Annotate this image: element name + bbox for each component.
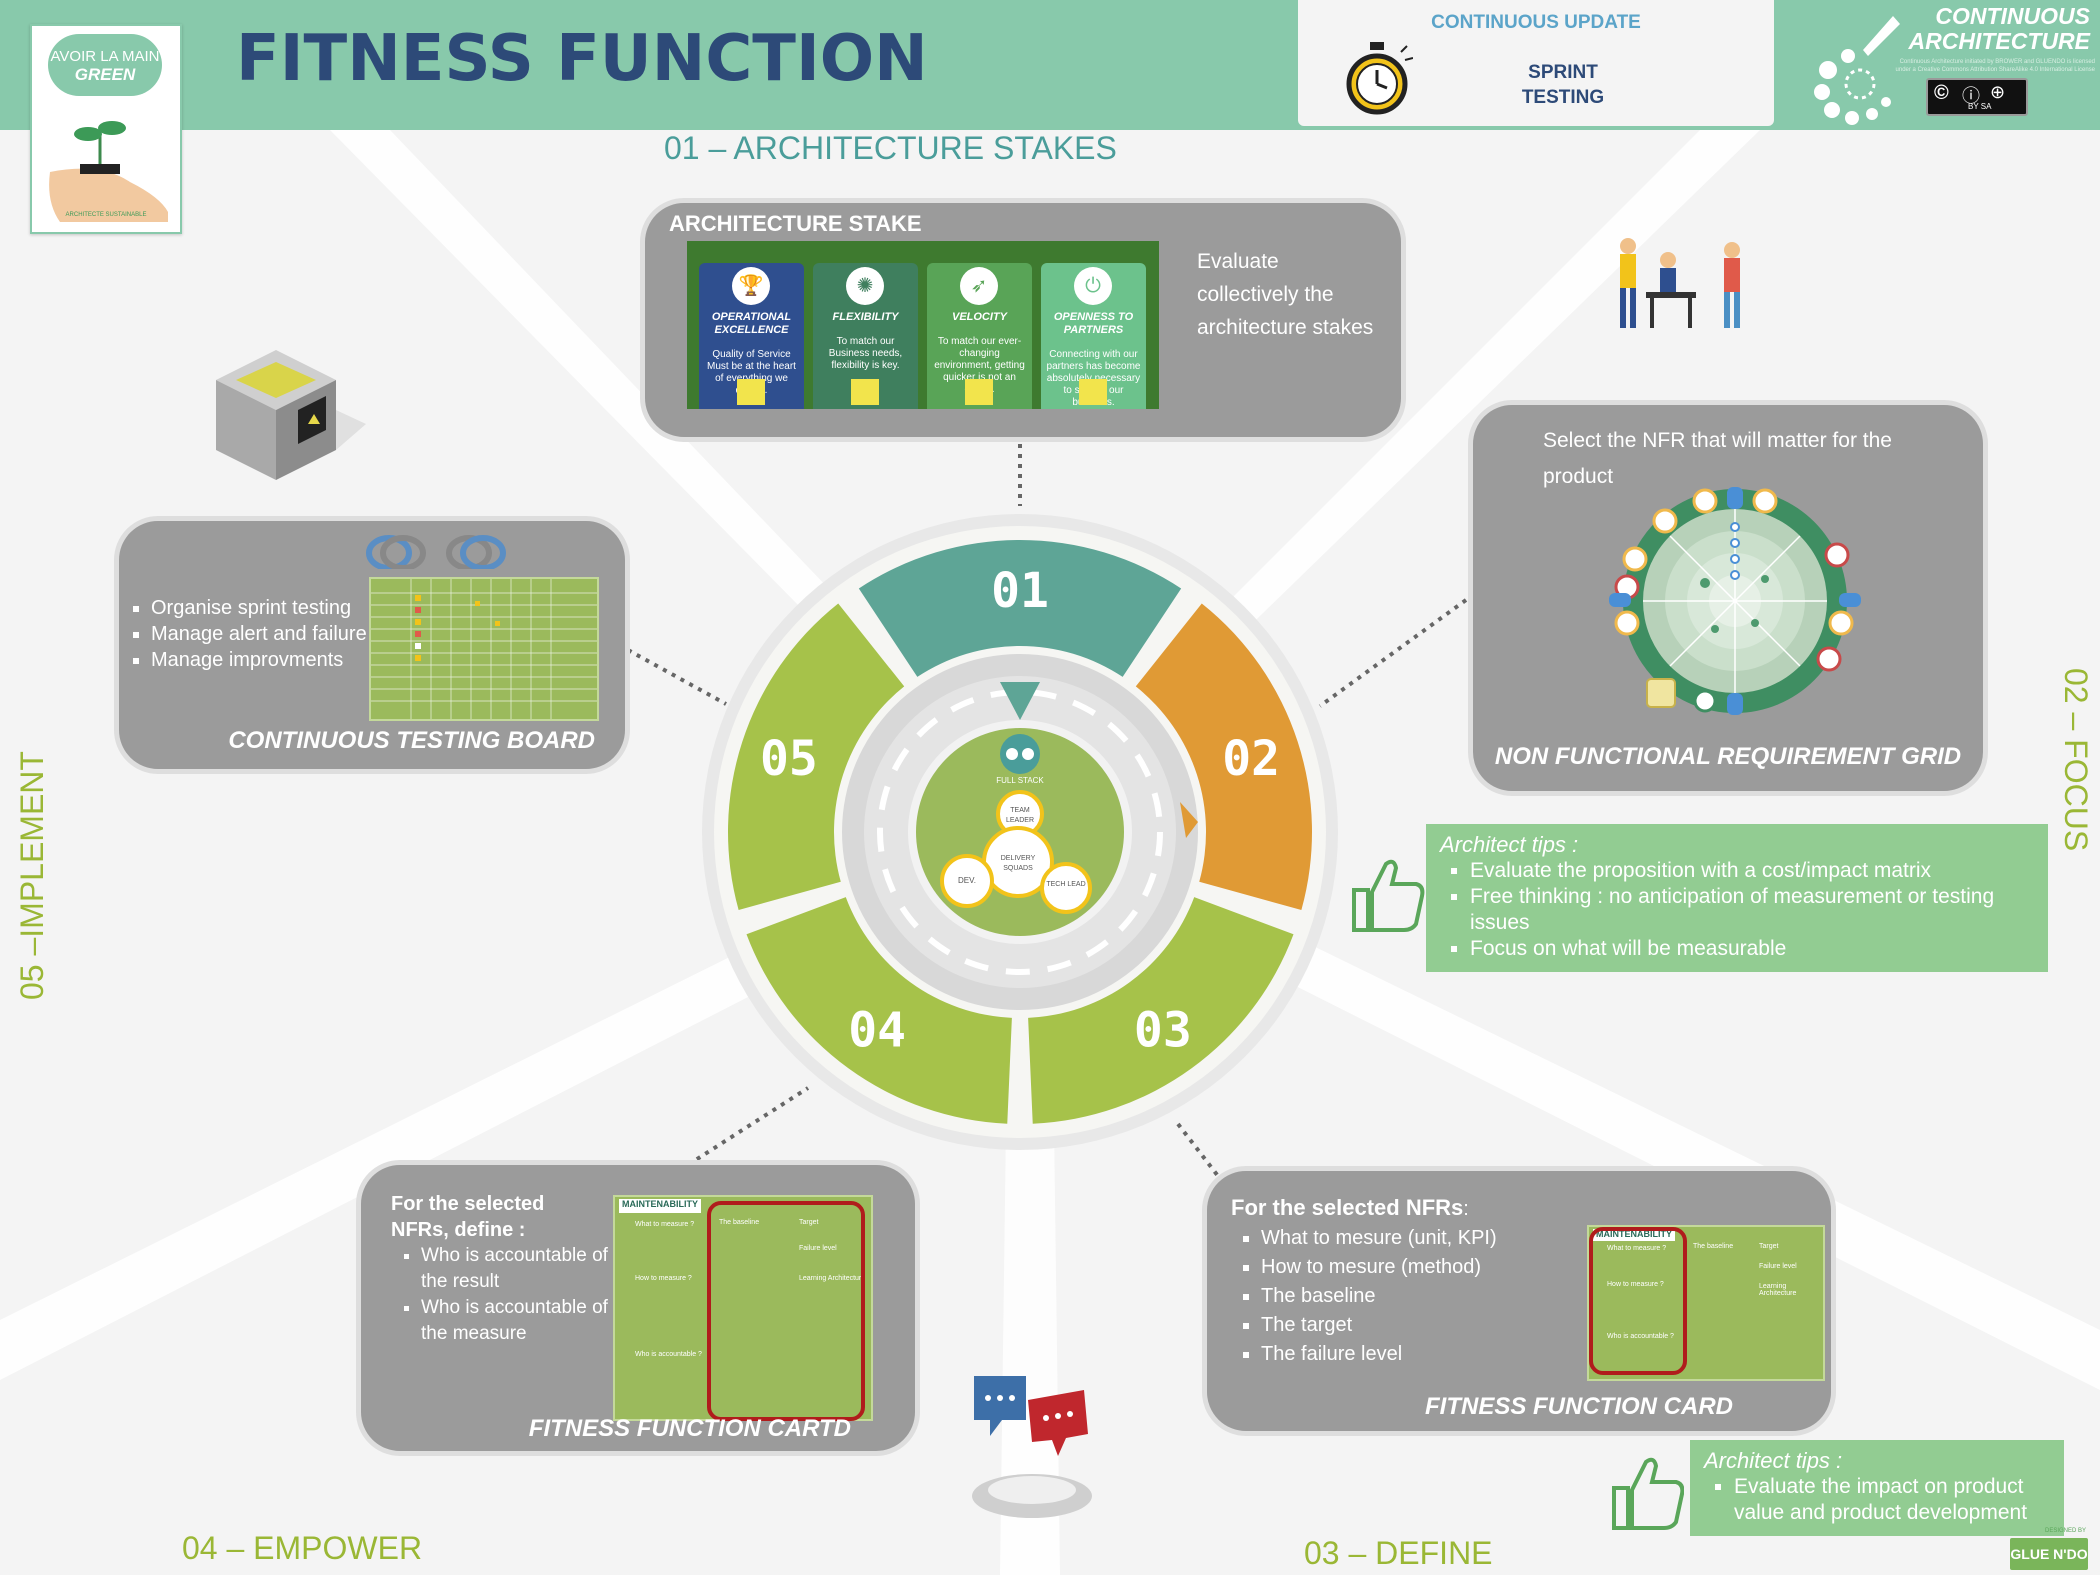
footer-brand-logo: GLUE N'DO — [2010, 1538, 2088, 1570]
empower-fitness-card-thumbnail: MAINTENABILITY What to measure ? How to … — [613, 1195, 873, 1421]
wheel-label-05: 05 — [760, 731, 818, 787]
fan-icon: ✺ — [846, 267, 884, 305]
cc-icon: © — [1934, 82, 1949, 104]
rocket-logo-icon — [1814, 16, 1900, 125]
testing-panel-list: Organise sprint testing Manage alert and… — [119, 595, 369, 673]
stake-card-operational-excellence: 🏆 OPERATIONAL EXCELLENCE Quality of Serv… — [699, 263, 804, 409]
sticky-note — [965, 379, 993, 405]
continuous-update-box: CONTINUOUS UPDATE SPRINT TESTING — [1298, 0, 1774, 126]
logo-pill: AVOIR LA MAIN GREEN — [48, 34, 162, 96]
rings-icon — [366, 535, 506, 569]
stake-cards: 🏆 OPERATIONAL EXCELLENCE Quality of Serv… — [687, 241, 1159, 409]
thumbs-up-icon — [1352, 859, 1425, 932]
wheel-label-02: 02 — [1222, 731, 1280, 787]
architect-tips-define: Architect tips : Evaluate the impact on … — [1690, 1440, 2064, 1536]
tips-focus-item: Focus on what will be measurable — [1470, 936, 2034, 962]
stopwatch-icon — [1346, 42, 1413, 115]
wheel-label-03: 03 — [1134, 1003, 1192, 1059]
tech-lead-bubble: TECH LEAD — [1040, 862, 1092, 914]
wheel-segment-05 — [728, 603, 905, 911]
empower-panel: For the selected NFRs, define : Who is a… — [356, 1160, 920, 1456]
tips-focus-title: Architect tips : — [1440, 832, 1579, 857]
section-label-03: 03 – DEFINE — [1304, 1535, 1493, 1571]
stake-card-velocity: ➶ VELOCITY To match our ever-changing en… — [927, 263, 1032, 409]
testing-panel-title: CONTINUOUS TESTING BOARD — [228, 727, 595, 754]
testing-board-thumbnail — [369, 577, 599, 721]
nfr-radar-chart — [1609, 487, 1861, 715]
wheel-segment-02 — [1135, 603, 1312, 911]
tips-define-title: Architect tips : — [1704, 1448, 1843, 1473]
license-note: Continuous Architecture initiated by BRO… — [1895, 59, 2095, 73]
wheel-segment-03 — [1028, 897, 1294, 1124]
architecture-stake-panel: ARCHITECTURE STAKE 🏆 OPERATIONAL EXCELLE… — [640, 198, 1406, 442]
nfr-panel-text: Select the NFR that will matter for the … — [1543, 429, 1892, 488]
empower-panel-title: FITNESS FUNCTION CARTD — [528, 1415, 851, 1442]
update-heading: CONTINUOUS UPDATE — [1431, 12, 1641, 33]
wheel-label-01: 01 — [991, 563, 1049, 619]
red-highlight-frame — [707, 1201, 865, 1421]
thumbs-up-icon — [1612, 1457, 1684, 1530]
wheel-segment-04 — [746, 897, 1012, 1124]
testing-board-panel: Organise sprint testing Manage alert and… — [114, 516, 630, 774]
rocket-icon: ➶ — [960, 267, 998, 305]
stake-panel-title: ARCHITECTURE STAKE — [669, 211, 922, 236]
book-cover-logo: AVOIR LA MAIN GREEN ARCHITECTE SUSTAINAB… — [30, 24, 182, 234]
stake-card-openness: ⏻ OPENNESS TO PARTNERS Connecting with o… — [1041, 263, 1146, 409]
define-panel: For the selected NFRs: What to mesure (u… — [1202, 1166, 1836, 1436]
update-subtitle: SPRINT TESTING — [1521, 62, 1605, 108]
stake-panel-text: Evaluate collectively the architecture s… — [1197, 250, 1374, 339]
architect-tips-focus: Architect tips : Evaluate the propositio… — [1426, 824, 2048, 972]
brand-title: CONTINUOUS ARCHITECTURE — [1908, 3, 2090, 54]
footer-credit: DESIGNED BY — [2044, 1528, 2086, 1534]
define-panel-text: For the selected NFRs: What to mesure (u… — [1231, 1193, 1591, 1369]
nfr-grid-panel: Select the NFR that will matter for the … — [1468, 400, 1988, 796]
wheel-label-04: 04 — [848, 1003, 906, 1059]
safe-box-illustration — [216, 350, 366, 480]
tips-define-item: Evaluate the impact on product value and… — [1734, 1474, 2050, 1526]
page-title: FITNESS FUNCTION — [236, 22, 928, 96]
stake-card-flexibility: ✺ FLEXIBILITY To match our Business need… — [813, 263, 918, 409]
plug-icon: ⏻ — [1074, 267, 1112, 305]
dev-bubble: DEV. — [940, 854, 994, 908]
hand-plant-icon — [49, 121, 168, 222]
section-label-04: 04 – EMPOWER — [182, 1530, 423, 1566]
team-illustration — [1620, 238, 1740, 328]
red-highlight-frame — [1589, 1227, 1687, 1375]
by-icon: ⓘ — [1962, 86, 1980, 106]
sticky-note — [737, 379, 765, 405]
sticky-note — [1079, 379, 1107, 405]
empower-panel-text: For the selected NFRs, define : Who is a… — [391, 1191, 631, 1347]
tips-focus-item: Evaluate the proposition with a cost/imp… — [1470, 858, 2034, 884]
fullstack-mask-icon — [992, 732, 1048, 774]
logo-footer: ARCHITECTE SUSTAINABLE — [65, 212, 147, 218]
wheel-segment-01 — [858, 540, 1182, 677]
nfr-panel-title: NON FUNCTIONAL REQUIREMENT GRID — [1494, 743, 1962, 770]
trophy-icon: 🏆 — [732, 267, 770, 305]
define-panel-title: FITNESS FUNCTION CARD — [1425, 1393, 1733, 1420]
sa-icon: ⊕ — [1990, 82, 2006, 102]
cc-license-badge: © ⓘ ⊕ BY SA — [1926, 78, 2028, 116]
sticky-note — [851, 379, 879, 405]
center-fullstack-label: FULL STACK — [996, 776, 1044, 785]
define-fitness-card-thumbnail: MAINTENABILITY What to measure ? How to … — [1587, 1225, 1825, 1381]
tips-focus-item: Free thinking : no anticipation of measu… — [1470, 884, 2034, 936]
section-label-01: 01 – ARCHITECTURE STAKES — [664, 130, 1117, 166]
chat-bubbles-icon — [972, 1376, 1092, 1518]
